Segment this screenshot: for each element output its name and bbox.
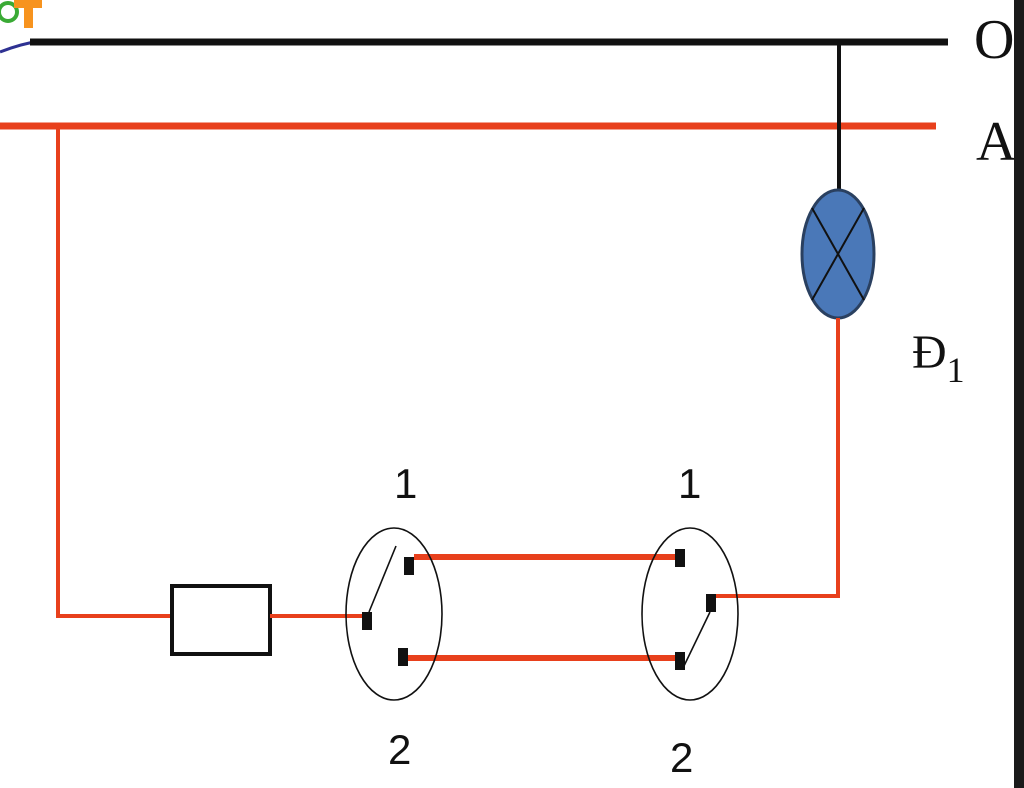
switch-right-terminal-1-label: 1 [678, 460, 701, 507]
screen-edge [1014, 0, 1024, 788]
switch-left-terminal-2-label: 2 [388, 726, 411, 773]
fuse-icon [170, 584, 272, 656]
two-way-switch-right [641, 527, 739, 701]
neutral-label: O [974, 9, 1014, 71]
switch-to-lamp-wire [716, 318, 840, 598]
lamp-icon [800, 188, 876, 320]
phase-label: A [976, 111, 1017, 173]
two-way-switch-left [345, 527, 443, 701]
phase-to-fuse-wire [56, 126, 172, 618]
lamp-label: Đ1 [912, 326, 965, 390]
switch-left-terminal-1-label: 1 [394, 460, 417, 507]
switch-right-terminal-2-label: 2 [670, 734, 693, 781]
